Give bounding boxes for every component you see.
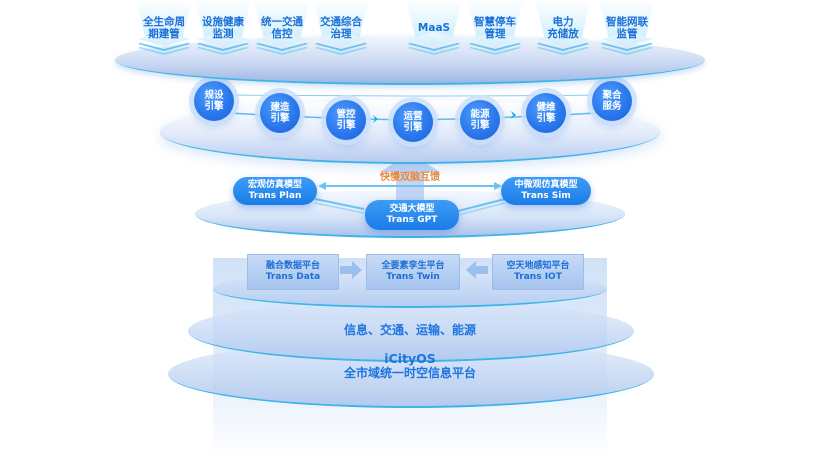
- model-trans-sim[interactable]: 中微观仿真模型 Trans Sim: [501, 177, 591, 205]
- application-label: 统一交通 信控: [261, 16, 303, 40]
- engine-control[interactable]: 管控 引擎: [326, 100, 366, 140]
- platform-en-label: Trans Data: [265, 272, 321, 282]
- platform-cn-label: 融合数据平台: [265, 261, 320, 271]
- engine-label: 能源 引擎: [470, 109, 490, 131]
- arrow-right-icon: [340, 261, 362, 279]
- application-tile[interactable]: 设施健康 监测: [195, 0, 251, 58]
- os-name: iCityOS: [384, 351, 436, 366]
- engine-construction[interactable]: 建造 引擎: [260, 93, 300, 133]
- domains-label: 信息、交通、运输、能源: [343, 323, 476, 337]
- engine-label: 建造 引擎: [270, 102, 290, 124]
- model-cn-label: 宏观仿真模型: [247, 180, 302, 190]
- engine-label: 健维 引擎: [536, 102, 556, 124]
- tile-plate: [537, 32, 589, 46]
- model-trans-plan[interactable]: 宏观仿真模型 Trans Plan: [233, 177, 317, 205]
- model-cn-label: 交通大模型: [389, 204, 435, 214]
- engine-label: 聚合 服务: [602, 90, 622, 112]
- chevron-right-icon: [373, 115, 378, 123]
- platform-en-label: Trans IOT: [514, 272, 562, 282]
- application-tile[interactable]: 交通综合 治理: [313, 0, 369, 58]
- platform-cn-label: 空天地感知平台: [506, 261, 570, 271]
- model-cn-label: 中微观仿真模型: [514, 180, 578, 190]
- model-en-label: Trans Plan: [248, 191, 302, 201]
- application-label: 设施健康 监测: [202, 16, 244, 40]
- engine-maintenance[interactable]: 健维 引擎: [526, 93, 566, 133]
- application-label: 智慧停车 管理: [474, 16, 516, 40]
- application-label: 交通综合 治理: [320, 16, 362, 40]
- engine-energy[interactable]: 能源 引擎: [460, 100, 500, 140]
- engine-planning[interactable]: 规设 引擎: [194, 81, 234, 121]
- engine-label: 管控 引擎: [336, 109, 356, 131]
- chevron-right-icon: [511, 111, 516, 119]
- feedback-label: 快慢双脑互馈: [380, 172, 440, 183]
- tile-plate: [469, 32, 521, 46]
- model-en-label: Trans GPT: [386, 215, 438, 225]
- engine-operation[interactable]: 运营 引擎: [393, 102, 433, 142]
- platform-trans-data[interactable]: 融合数据平台 Trans Data: [247, 254, 339, 290]
- os-subtitle: 全市域统一时空信息平台: [343, 366, 476, 380]
- upward-arrow-icon: [380, 153, 440, 205]
- platform-cn-label: 全要素孪生平台: [381, 261, 445, 271]
- application-label: 电力 充储放: [547, 16, 579, 40]
- application-tile[interactable]: 统一交通 信控: [254, 0, 310, 58]
- application-tile[interactable]: 智慧停车 管理: [467, 0, 523, 58]
- engine-aggregation[interactable]: 聚合 服务: [592, 81, 632, 121]
- tile-plate: [197, 32, 249, 46]
- arrow-left-icon: [466, 261, 488, 279]
- application-tile[interactable]: 全生命周 期建管: [136, 0, 192, 58]
- engine-label: 规设 引擎: [204, 90, 224, 112]
- platform-trans-twin[interactable]: 全要素孪生平台 Trans Twin: [366, 254, 460, 290]
- tile-plate: [256, 32, 308, 46]
- application-label: 全生命周 期建管: [143, 16, 185, 40]
- tile-plate: [601, 32, 653, 46]
- tile-plate: [138, 32, 190, 46]
- model-en-label: Trans Sim: [521, 191, 571, 201]
- application-tile[interactable]: 智能网联 监管: [599, 0, 655, 58]
- application-tile[interactable]: MaaS: [406, 0, 462, 58]
- domains-layer-disc: [188, 300, 634, 362]
- engine-label: 运营 引擎: [403, 111, 423, 133]
- platform-en-label: Trans Twin: [386, 272, 440, 282]
- platform-trans-iot[interactable]: 空天地感知平台 Trans IOT: [492, 254, 584, 290]
- application-tile[interactable]: 电力 充储放: [535, 0, 591, 58]
- application-label: 智能网联 监管: [606, 16, 648, 40]
- model-trans-gpt[interactable]: 交通大模型 Trans GPT: [365, 200, 459, 230]
- application-label: MaaS: [417, 22, 451, 34]
- tile-plate: [315, 32, 367, 46]
- tile-plate: [408, 32, 460, 46]
